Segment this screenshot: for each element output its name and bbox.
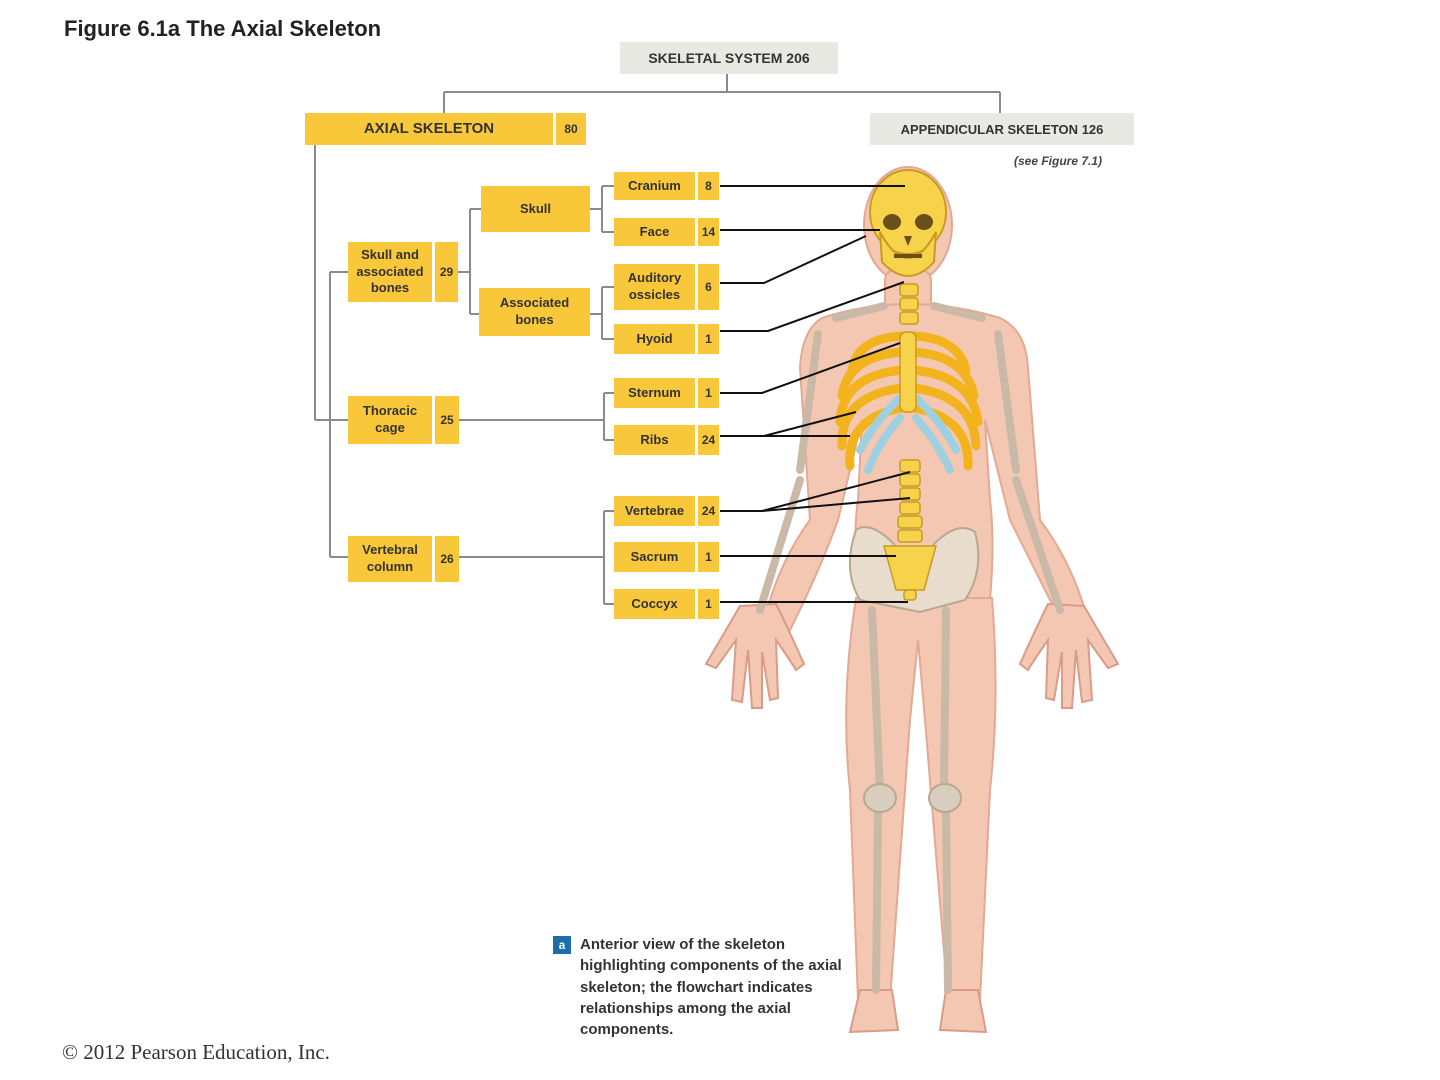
thoracic-cage-box: Thoracic cage — [348, 396, 432, 444]
vertebral-column-box: Vertebral column — [348, 536, 432, 582]
appendicular-note: (see Figure 7.1) — [1014, 154, 1103, 168]
cranium-count: 8 — [698, 172, 719, 200]
skull-associated-count: 29 — [435, 242, 458, 302]
sacrum-box: Sacrum — [614, 542, 695, 572]
vertebrae-box: Vertebrae — [614, 496, 695, 526]
coccyx-count: 1 — [698, 589, 719, 619]
appendicular-skeleton-count: 126 — [1081, 121, 1104, 137]
caption-marker-icon: a — [553, 936, 571, 954]
ribs-box: Ribs — [614, 425, 695, 455]
axial-skeleton-box: AXIAL SKELETON — [305, 113, 553, 145]
hyoid-box: Hyoid — [614, 324, 695, 354]
ribs-count: 24 — [698, 425, 719, 455]
vertebral-column-count: 26 — [435, 536, 459, 582]
skull-associated-box: Skull and associated bones — [348, 242, 432, 302]
associated-bones-box: Associated bones — [479, 288, 590, 336]
skeletal-system-count: 206 — [786, 50, 810, 66]
skull-box: Skull — [481, 186, 590, 232]
sacrum-count: 1 — [698, 542, 719, 572]
vertebrae-count: 24 — [698, 496, 719, 526]
sternum-box: Sternum — [614, 378, 695, 408]
skeletal-system-box: SKELETAL SYSTEM 206 — [620, 42, 838, 74]
copyright-notice: © 2012 Pearson Education, Inc. — [62, 1040, 330, 1064]
appendicular-skeleton-box: APPENDICULAR SKELETON 126 — [870, 113, 1134, 145]
sternum-count: 1 — [698, 378, 719, 408]
figure-caption: Anterior view of the skeleton highlighti… — [580, 936, 842, 1039]
cranium-box: Cranium — [614, 172, 695, 200]
figure-title: Figure 6.1a The Axial Skeleton — [64, 16, 382, 41]
coccyx-box: Coccyx — [614, 589, 695, 619]
skeletal-system-label: SKELETAL SYSTEM — [648, 50, 783, 66]
hyoid-count: 1 — [698, 324, 719, 354]
auditory-ossicles-box: Auditory ossicles — [614, 264, 695, 310]
thoracic-cage-count: 25 — [435, 396, 459, 444]
auditory-ossicles-count: 6 — [698, 264, 719, 310]
face-box: Face — [614, 218, 695, 246]
face-count: 14 — [698, 218, 719, 246]
axial-skeleton-count: 80 — [556, 113, 586, 145]
appendicular-skeleton-label: APPENDICULAR SKELETON — [900, 121, 1079, 137]
